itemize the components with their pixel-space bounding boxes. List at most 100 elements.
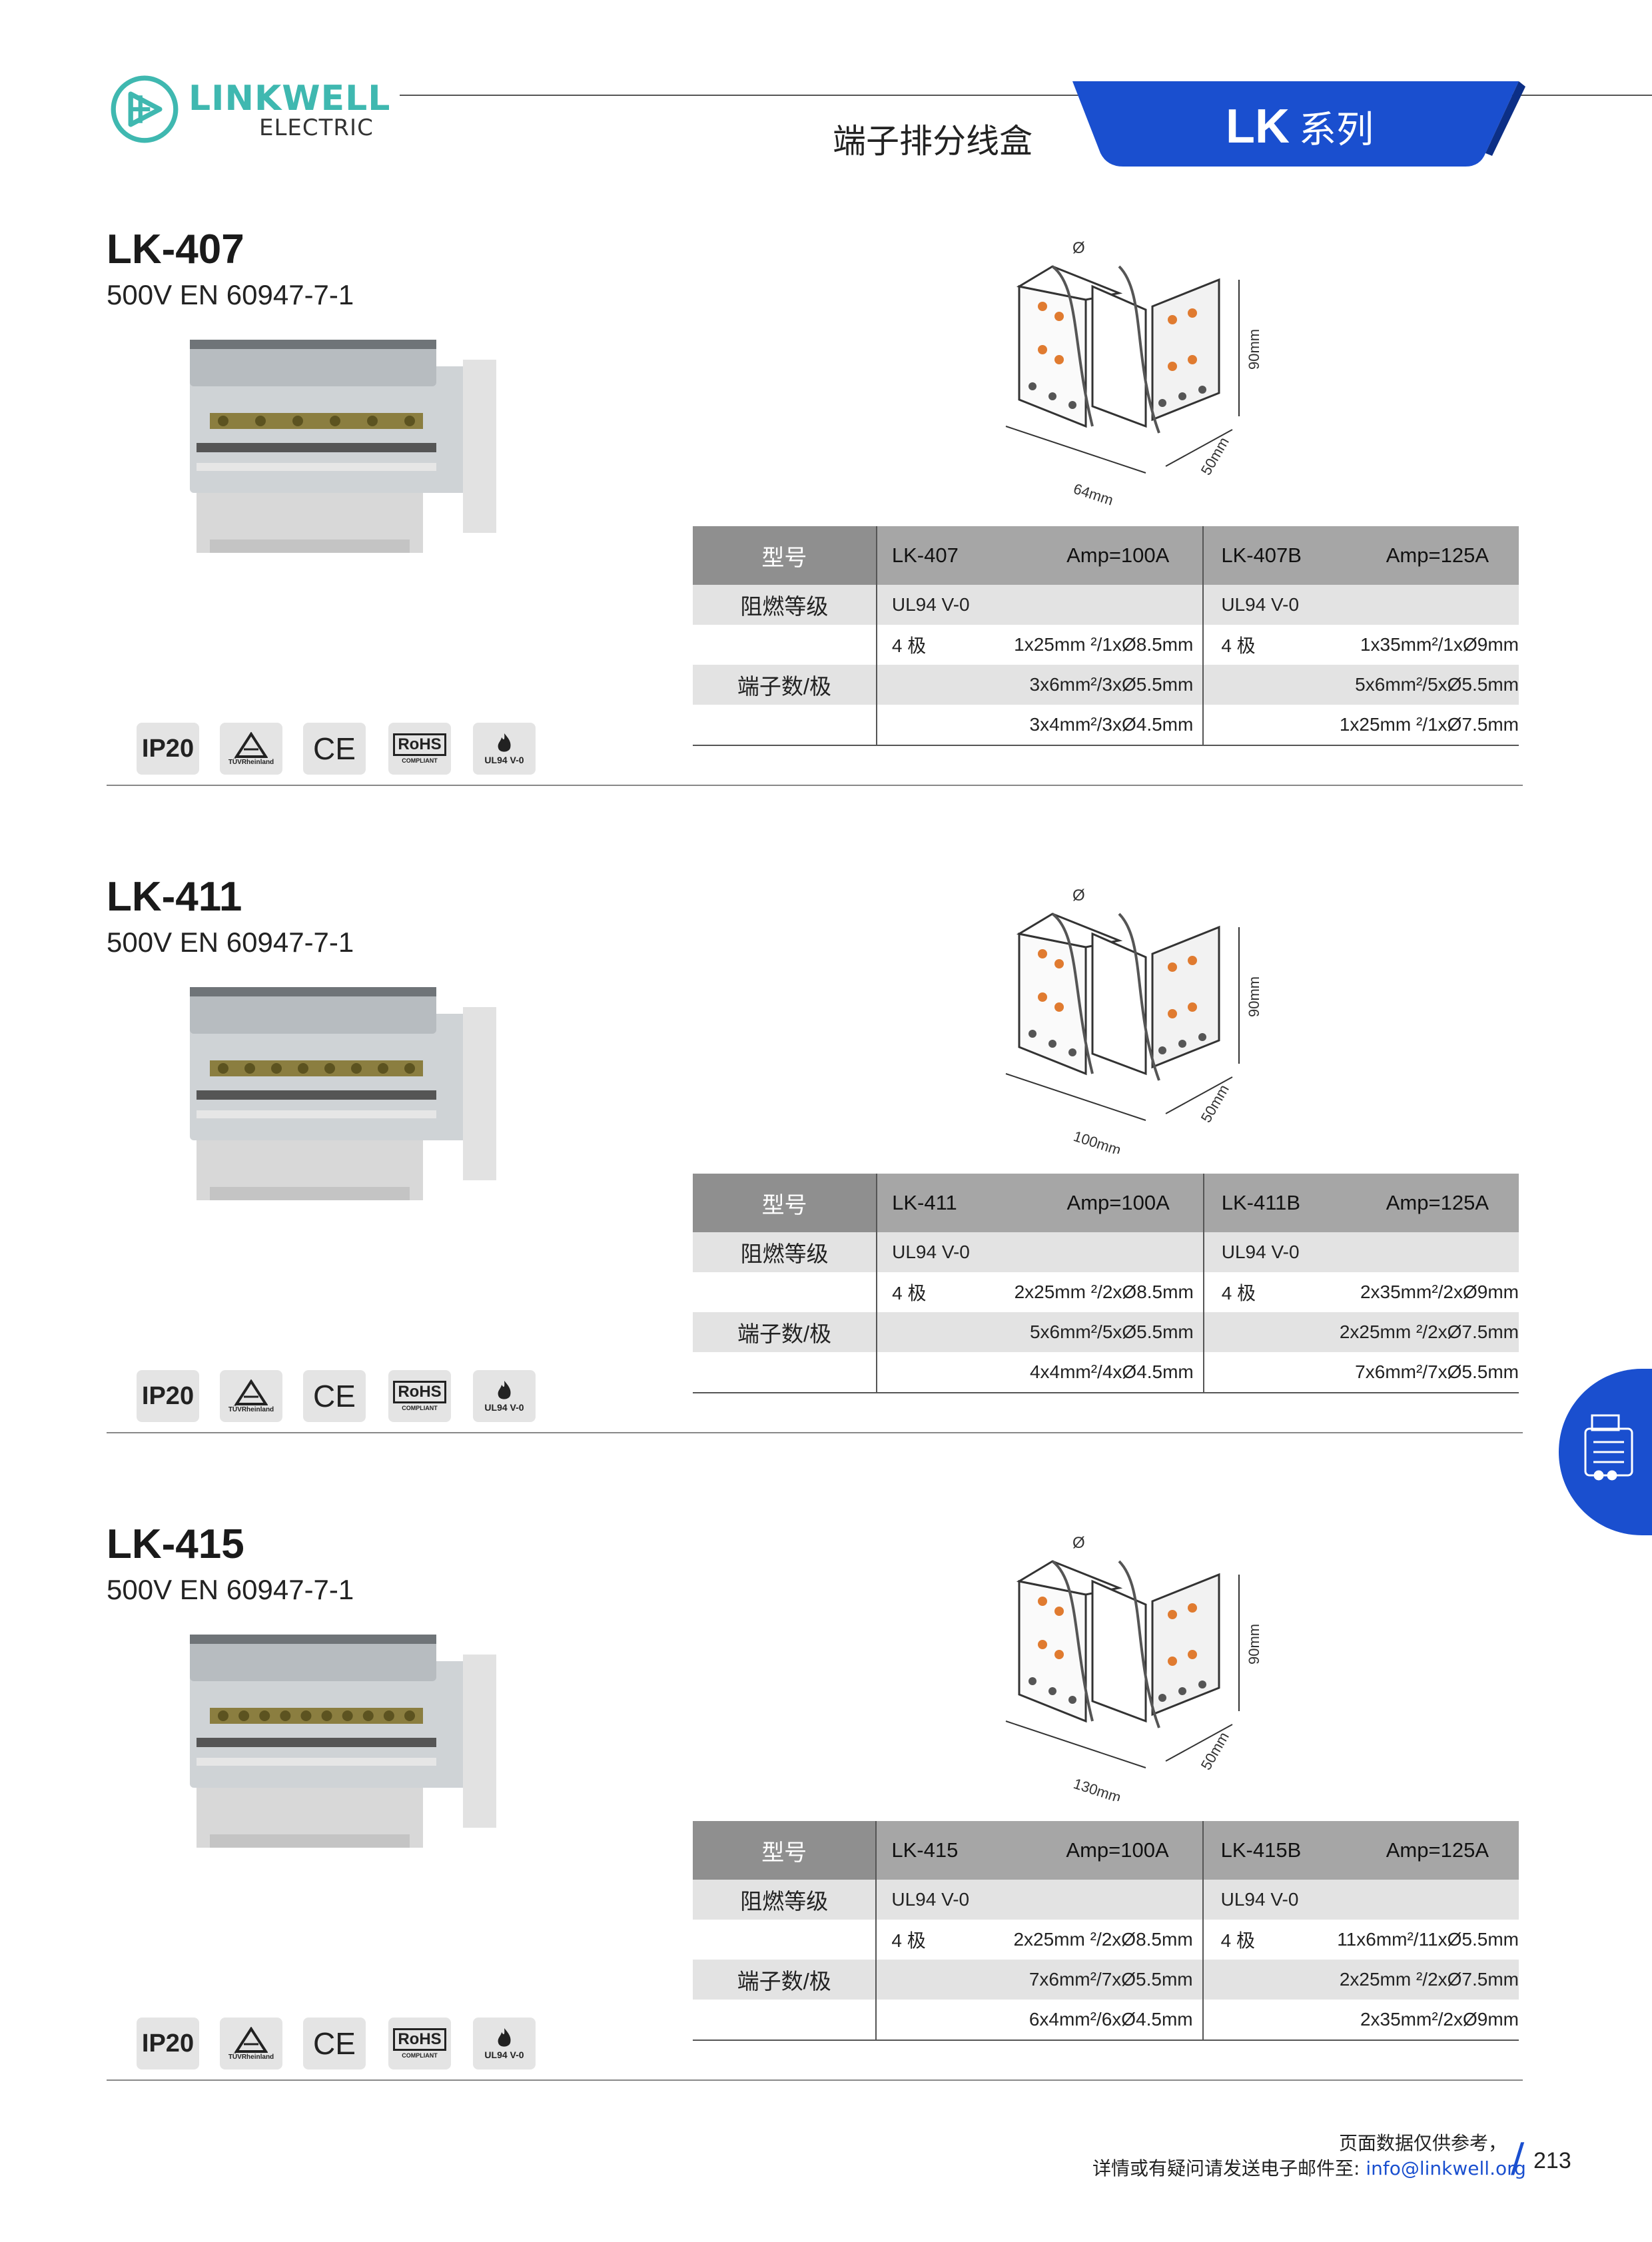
- terminal-a: 2x25mm ²/2xØ8.5mm: [991, 1920, 1204, 1960]
- model-label: 型号: [693, 526, 877, 585]
- busbar-hole: [280, 1710, 291, 1721]
- ul94-badge: UL94 V-0: [473, 723, 536, 775]
- busbar-hole: [255, 416, 266, 426]
- terminal-a: 7x6mm²/7xØ5.5mm: [991, 1960, 1204, 2000]
- busbar-hole: [218, 416, 228, 426]
- terminal-block-icon: [1584, 1414, 1633, 1481]
- product-photo: [190, 340, 496, 553]
- page-number: 213: [1533, 2148, 1571, 2173]
- flame-a: UL94 V-0: [876, 585, 992, 625]
- rohs-compliant-text: COMPLIANT: [402, 1405, 438, 1411]
- model-a: LK-407: [876, 526, 992, 585]
- ul94-text: UL94 V-0: [484, 2050, 524, 2060]
- page-title: 端子排分线盒: [833, 122, 1032, 161]
- terminal-a: 5x6mm²/5xØ5.5mm: [991, 1312, 1204, 1352]
- product-section: LK-415 500V EN 60947-7-1: [0, 1521, 1652, 2167]
- length-label: 100mm: [1071, 1128, 1122, 1154]
- model-b: LK-415B: [1202, 1821, 1321, 1880]
- amp-a: Amp=100A: [991, 1821, 1204, 1880]
- rohs-badge: RoHS COMPLIANT: [388, 2018, 451, 2069]
- model-title: LK-411: [107, 874, 242, 920]
- ip20-badge: IP20: [137, 2018, 199, 2069]
- diameter-label: Ø: [1072, 887, 1085, 905]
- certification-badges: IP20 TÜVRheinland CE RoHS COMPLIANT: [137, 723, 550, 776]
- footer-contact-text: 详情或有疑问请发送电子邮件至:: [1092, 2157, 1366, 2179]
- pole-b: 4 极: [1221, 635, 1256, 656]
- rohs-badge: RoHS COMPLIANT: [388, 1370, 451, 1422]
- rohs-compliant-text: COMPLIANT: [402, 757, 438, 764]
- dimension-drawing: Ø 130mm 90mm 50mm: [1005, 1534, 1262, 1801]
- amp-b: Amp=125A: [1320, 1821, 1519, 1880]
- busbar-hole: [404, 1710, 415, 1721]
- busbar-hole: [330, 416, 340, 426]
- flame-row: 阻燃等级 UL94 V-0 UL94 V-0: [693, 1232, 1519, 1272]
- terminal-b: 2x25mm ²/2xØ7.5mm: [1321, 1312, 1519, 1352]
- flame-row: 阻燃等级 UL94 V-0 UL94 V-0: [693, 1880, 1519, 1920]
- section-separator: [107, 2079, 1523, 2081]
- busbar-hole: [259, 1710, 270, 1721]
- terminal-a: 3x6mm²/3xØ5.5mm: [991, 665, 1204, 705]
- depth-label: 50mm: [1198, 434, 1232, 478]
- busbar-hole: [298, 1063, 308, 1074]
- product-section: LK-411 500V EN 60947-7-1: [0, 874, 1652, 1520]
- pole-a: 4 极: [891, 635, 927, 656]
- terminal-row: 4x4mm²/4xØ4.5mm 7x6mm²/7xØ5.5mm: [693, 1352, 1519, 1393]
- tuv-badge: TÜVRheinland: [220, 2018, 282, 2069]
- brand-subtitle: ELECTRIC: [259, 115, 374, 141]
- model-a: LK-415: [876, 1821, 991, 1880]
- terminals-label: 端子数/极: [693, 665, 877, 705]
- busbar-hole: [244, 1063, 255, 1074]
- tuv-triangle-icon: [234, 2026, 268, 2053]
- terminal-row: 端子数/极 7x6mm²/7xØ5.5mm 2x25mm ²/2xØ7.5mm: [693, 1960, 1519, 2000]
- terminal-row: 端子数/极 5x6mm²/5xØ5.5mm 2x25mm ²/2xØ7.5mm: [693, 1312, 1519, 1352]
- certification-badges: IP20 TÜVRheinland CE RoHS COMPLIANT: [137, 1370, 550, 1423]
- model-a: LK-411: [877, 1174, 992, 1232]
- footer-contact: 详情或有疑问请发送电子邮件至: info@linkwell.org: [1092, 2157, 1526, 2181]
- terminal-a: 2x25mm ²/2xØ8.5mm: [991, 1272, 1204, 1312]
- pole-a: 4 极: [891, 1930, 926, 1951]
- footer-note: 页面数据仅供参考，: [1339, 2132, 1507, 2154]
- depth-label: 50mm: [1198, 1082, 1232, 1125]
- category-side-tab[interactable]: [1559, 1369, 1652, 1535]
- terminal-row: 3x4mm²/3xØ4.5mm 1x25mm ²/1xØ7.5mm: [693, 705, 1519, 746]
- tuv-badge: TÜVRheinland: [220, 723, 282, 775]
- voltage-standard: 500V EN 60947-7-1: [107, 1574, 354, 1605]
- tuv-triangle-icon: [234, 1379, 268, 1405]
- spec-header-row: 型号 LK-415 Amp=100A LK-415B Amp=125A: [693, 1821, 1519, 1880]
- pole-b: 4 极: [1221, 1283, 1256, 1304]
- product-photo: [190, 1635, 496, 1848]
- ce-text: CE: [313, 731, 356, 766]
- section-separator: [107, 1432, 1523, 1433]
- flame-label: 阻燃等级: [693, 1232, 878, 1272]
- terminal-b: 1x25mm ²/1xØ7.5mm: [1321, 705, 1519, 746]
- busbar-hole: [404, 1063, 415, 1074]
- ip20-badge: IP20: [137, 723, 199, 775]
- footer-email-link[interactable]: info@linkwell.org: [1366, 2157, 1526, 2179]
- tuv-text: TÜVRheinland: [228, 758, 274, 766]
- busbar-hole: [404, 416, 415, 426]
- flame-a: UL94 V-0: [876, 1880, 991, 1920]
- flame-b: UL94 V-0: [1203, 1232, 1322, 1272]
- flame-icon: [498, 1381, 511, 1399]
- pole-a: 4 极: [892, 1283, 927, 1304]
- spec-table: 型号 LK-415 Amp=100A LK-415B Amp=125A 阻燃等级…: [693, 1821, 1519, 2041]
- ul94-text: UL94 V-0: [484, 755, 524, 765]
- linkwell-logo-icon: [111, 75, 179, 143]
- spec-table: 型号 LK-411 Amp=100A LK-411B Amp=125A 阻燃等级…: [693, 1174, 1519, 1393]
- model-title: LK-415: [107, 1521, 244, 1567]
- busbar-hole: [300, 1710, 312, 1721]
- amp-a: Amp=100A: [991, 526, 1204, 585]
- terminal-a: 4x4mm²/4xØ4.5mm: [991, 1352, 1204, 1393]
- spec-header-row: 型号 LK-407 Amp=100A LK-407B Amp=125A: [693, 526, 1519, 585]
- pole-b: 4 极: [1220, 1930, 1255, 1951]
- busbar-hole: [218, 1063, 228, 1074]
- busbar-hole: [324, 1063, 335, 1074]
- height-label: 90mm: [1246, 329, 1262, 370]
- tuv-badge: TÜVRheinland: [220, 1370, 282, 1422]
- flame-a: UL94 V-0: [877, 1232, 992, 1272]
- terminal-b: 7x6mm²/7xØ5.5mm: [1321, 1352, 1519, 1393]
- terminal-row: 4 极 2x25mm ²/2xØ8.5mm 4 极 11x6mm²/11xØ5.…: [693, 1920, 1519, 1960]
- terminal-row: 6x4mm²/6xØ4.5mm 2x35mm²/2xØ9mm: [693, 2000, 1519, 2041]
- length-label: 130mm: [1071, 1775, 1122, 1801]
- product-section: LK-407 500V EN 60947-7-1: [0, 226, 1652, 873]
